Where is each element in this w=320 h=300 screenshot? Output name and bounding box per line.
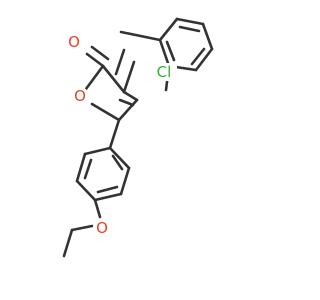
bond-ar2-2 — [119, 166, 131, 196]
bond-ar1-inner-3 — [165, 40, 176, 62]
bond-o1-c2 — [81, 64, 105, 95]
bond-c5-aryl — [108, 118, 121, 150]
bond-ar1-3 — [201, 22, 214, 51]
bond-carbonyl-1 — [85, 52, 105, 68]
bond-c2-c3 — [101, 64, 126, 94]
carbonyl-oxygen-label: O — [68, 33, 80, 51]
bond-c3-c4 — [122, 90, 139, 102]
bond-ar2-3 — [93, 192, 123, 202]
bond-ch2-ch3 — [62, 228, 74, 258]
bond-ar1-inner-2 — [190, 47, 206, 66]
atom-labels: O O Cl O — [65, 33, 177, 237]
bond-ar1-2 — [175, 17, 205, 26]
bond-c3-ch — [122, 60, 136, 94]
molecule-structure: O O Cl O — [62, 17, 214, 258]
bond-ar2-5 — [75, 152, 87, 183]
bond-ar2-inner-3 — [83, 158, 93, 180]
ring-oxygen-mask — [71, 87, 89, 105]
ring-oxygen-label: O — [74, 87, 86, 105]
bond-o-ch2 — [70, 224, 94, 232]
bond-ar2-6 — [83, 146, 112, 156]
ether-oxygen-mask — [93, 219, 111, 237]
bond-ch-aryl — [119, 30, 162, 42]
carbonyl-oxygen-mask — [65, 33, 83, 51]
bond-ar2-inner-1 — [111, 154, 124, 171]
bond-c3-ch-double — [114, 48, 126, 76]
bond-ar1-6 — [158, 38, 171, 68]
bond-aryl-o — [93, 198, 102, 219]
bonds — [62, 17, 214, 258]
bond-ar2-1 — [108, 146, 131, 170]
chlorine-label: Cl — [157, 63, 172, 81]
bond-ar2-4 — [75, 179, 97, 202]
bond-c4-c5 — [117, 98, 139, 122]
bond-ar2-inner-2 — [96, 185, 119, 194]
chlorine-mask — [152, 63, 177, 81]
bond-ar1-4 — [194, 47, 214, 72]
bond-ar1-1 — [158, 17, 179, 42]
bond-c5-o1 — [90, 102, 121, 122]
bond-carbonyl-2 — [90, 45, 110, 61]
ether-oxygen-label: O — [96, 219, 108, 237]
bond-c3-c4-double — [118, 98, 135, 107]
bond-ar1-inner-1 — [178, 25, 201, 33]
